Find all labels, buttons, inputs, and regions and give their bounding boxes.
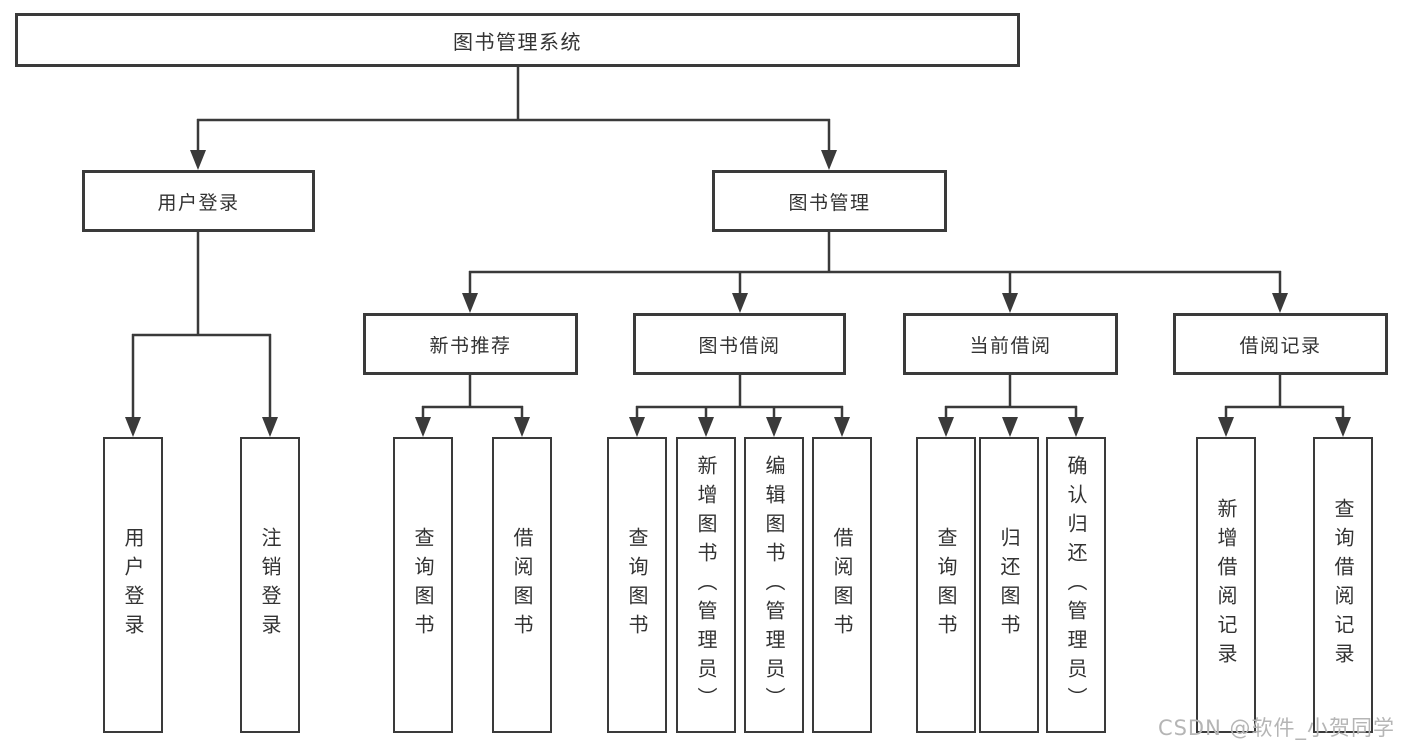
node-borrowing-records: 借阅记录 <box>1173 313 1388 375</box>
connector-segments <box>131 67 1345 420</box>
node-new-book-recommendation: 新书推荐 <box>363 313 578 375</box>
leaf-query-borrow-record: 查询借阅记录 <box>1313 437 1373 733</box>
leaf-confirm-return-admin: 确认归还（管理员） <box>1046 437 1106 733</box>
leaf-query-books-recommend: 查询图书 <box>393 437 453 733</box>
leaf-user-login: 用户登录 <box>103 437 163 733</box>
node-label: 新增借阅记录 <box>1214 498 1238 672</box>
leaf-query-books-current: 查询图书 <box>916 437 976 733</box>
node-label: 新增图书（管理员） <box>694 454 718 716</box>
leaf-add-books-admin: 新增图书（管理员） <box>676 437 736 733</box>
node-label: 新书推荐 <box>429 334 512 357</box>
node-label: 查询图书 <box>934 527 958 643</box>
leaf-borrow-books-recommend: 借阅图书 <box>492 437 552 733</box>
leaf-borrow-books: 借阅图书 <box>812 437 872 733</box>
node-label: 查询图书 <box>625 527 649 643</box>
leaf-logout: 注销登录 <box>240 437 300 733</box>
leaf-add-borrow-record: 新增借阅记录 <box>1196 437 1256 733</box>
connector-arrowheads <box>125 150 1351 437</box>
node-current-borrowing: 当前借阅 <box>903 313 1118 375</box>
node-label: 确认归还（管理员） <box>1064 454 1088 716</box>
node-label: 归还图书 <box>997 527 1021 643</box>
node-label: 用户登录 <box>157 191 240 214</box>
node-label: 借阅记录 <box>1239 334 1322 357</box>
leaf-query-books-borrowing: 查询图书 <box>607 437 667 733</box>
node-label: 当前借阅 <box>969 334 1052 357</box>
node-label: 图书管理系统 <box>453 29 582 54</box>
node-label: 用户登录 <box>121 527 145 643</box>
node-book-management: 图书管理 <box>712 170 947 232</box>
node-user-login: 用户登录 <box>82 170 315 232</box>
node-label: 查询图书 <box>411 527 435 643</box>
csdn-watermark: CSDN @软件_小贺同学 <box>1157 716 1395 740</box>
node-label: 查询借阅记录 <box>1331 498 1355 672</box>
node-label: 编辑图书（管理员） <box>762 454 786 716</box>
node-book-borrowing: 图书借阅 <box>633 313 846 375</box>
node-label: 借阅图书 <box>830 527 854 643</box>
node-label: 注销登录 <box>258 527 282 643</box>
node-library-management-system: 图书管理系统 <box>15 13 1020 67</box>
node-label: 借阅图书 <box>510 527 534 643</box>
leaf-edit-books-admin: 编辑图书（管理员） <box>744 437 804 733</box>
node-label: 图书管理 <box>788 191 871 214</box>
node-label: 图书借阅 <box>698 334 781 357</box>
leaf-return-books: 归还图书 <box>979 437 1039 733</box>
